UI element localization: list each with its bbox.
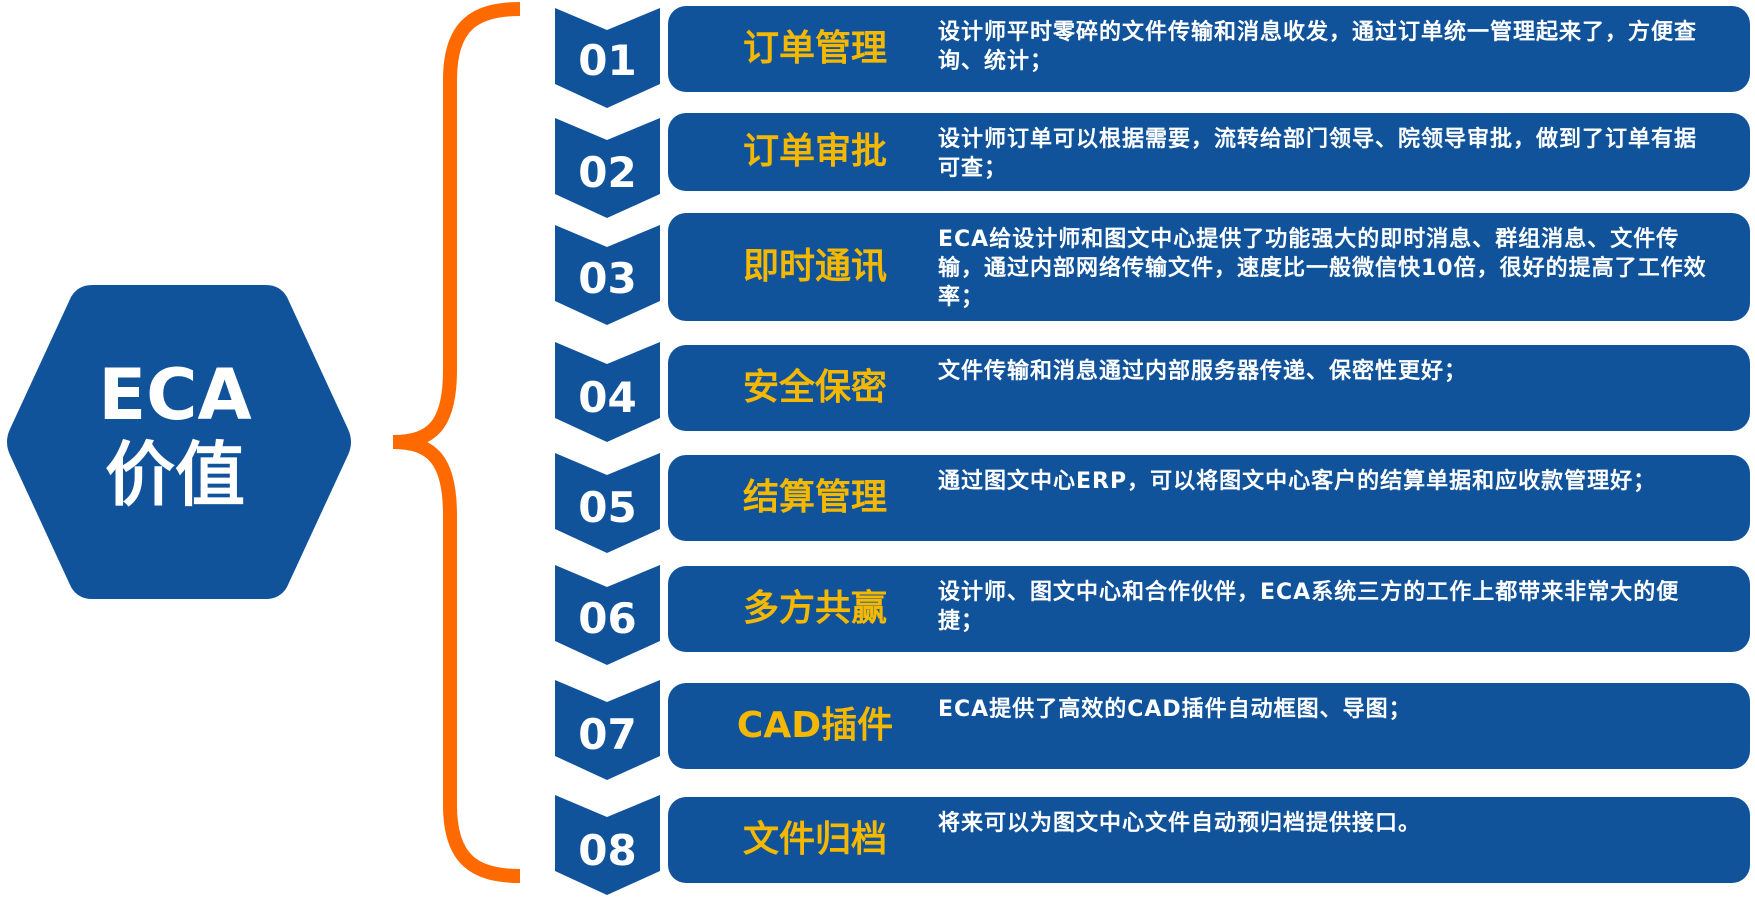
number-chevron	[555, 225, 660, 325]
item-number: 02	[578, 148, 637, 197]
number-chevron	[555, 453, 660, 553]
item-description: 通过图文中心ERP，可以将图文中心客户的结算单据和应收款管理好；	[938, 469, 1657, 494]
item-label: 多方共赢	[742, 588, 887, 629]
number-chevron	[555, 565, 660, 665]
center-title-line1: ECA	[98, 354, 252, 436]
item-box	[668, 683, 1750, 769]
item-label: 文件归档	[742, 819, 887, 860]
item-box	[668, 113, 1750, 191]
item-number: 03	[578, 254, 637, 303]
item-label: 订单管理	[742, 28, 887, 69]
center-title: ECA 价值	[0, 355, 350, 515]
item-description: 将来可以为图文中心文件自动预归档提供接口。	[938, 811, 1422, 836]
eca-hexagon	[7, 285, 351, 599]
item-description: 设计师平时零碎的文件传输和消息收发，通过订单统一管理起来了，方便查询、统计；	[938, 20, 1698, 74]
item-label: CAD插件	[736, 705, 894, 746]
item-label: 订单审批	[742, 131, 887, 172]
item-box	[668, 345, 1750, 431]
item-number: 07	[578, 710, 637, 759]
center-title-line2: 价值	[105, 434, 245, 516]
curly-brace	[392, 2, 521, 883]
item-description: 文件传输和消息通过内部服务器传递、保密性更好；	[938, 359, 1468, 384]
item-box	[668, 213, 1750, 321]
item-label: 即时通讯	[742, 246, 887, 287]
item-number: 01	[578, 36, 637, 85]
number-chevron	[555, 795, 660, 895]
item-number: 04	[578, 373, 637, 422]
number-chevron	[555, 342, 660, 442]
number-chevron	[555, 8, 660, 108]
item-number: 06	[578, 594, 637, 643]
number-chevron	[555, 118, 660, 218]
item-label: 安全保密	[742, 367, 887, 408]
item-label: 结算管理	[742, 477, 887, 518]
item-description: 设计师订单可以根据需要，流转给部门领导、院领导审批，做到了订单有据可查；	[938, 127, 1698, 181]
item-description: ECA提供了高效的CAD插件自动框图、导图；	[938, 697, 1412, 722]
item-box	[668, 455, 1750, 541]
item-box	[668, 797, 1750, 883]
number-chevron	[555, 680, 660, 780]
item-description: ECA给设计师和图文中心提供了功能强大的即时消息、群组消息、文件传输，通过内部网…	[938, 227, 1707, 310]
item-number: 05	[578, 483, 637, 532]
item-box	[668, 566, 1750, 652]
item-box	[668, 6, 1750, 92]
item-number: 08	[578, 826, 637, 875]
item-description: 设计师、图文中心和合作伙伴，ECA系统三方的工作上都带来非常大的便捷；	[938, 580, 1680, 634]
